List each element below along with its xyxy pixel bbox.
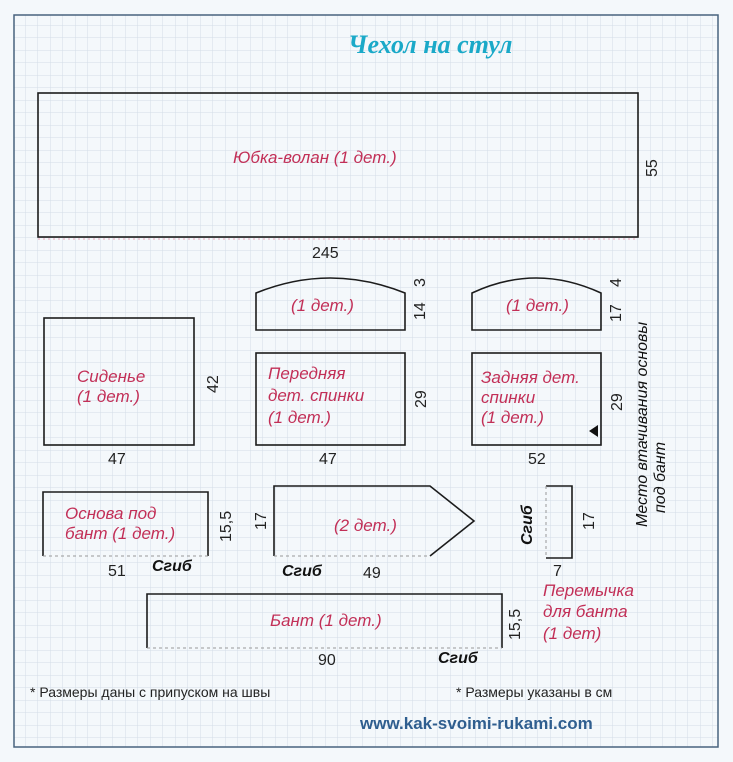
jumper-piece-outline: [546, 485, 573, 559]
front-back-label-line-1: Передняя: [268, 364, 346, 383]
pointed-height: 17: [253, 512, 270, 530]
bow-label: Бант (1 дет.): [270, 611, 382, 630]
front-back-height: 29: [413, 390, 430, 408]
bow-base-width: 51: [108, 563, 126, 580]
front-back-width: 47: [319, 451, 337, 468]
jumper-label-line-1: Перемычка: [543, 581, 634, 600]
arc-front-height-top: 3: [412, 278, 429, 287]
attachment-note-line-1: Место втачивания основы: [634, 321, 651, 527]
rear-back-height: 29: [609, 393, 626, 411]
front-back-piece-outline: [255, 352, 406, 446]
rear-back-piece-outline: [471, 352, 602, 446]
rear-back-label-line-1: Задняя дет.: [481, 368, 580, 387]
jumper-width: 7: [553, 563, 562, 580]
bow-fold-label: Сгиб: [438, 650, 478, 667]
attachment-note-line-2: под бант: [652, 441, 669, 513]
website-link[interactable]: www.kak-svoimi-rukami.com: [360, 714, 593, 733]
bow-piece-outline: [146, 593, 503, 648]
arc-back-piece-outline: [471, 277, 602, 331]
jumper-height: 17: [581, 512, 598, 530]
seat-height: 42: [205, 375, 222, 393]
front-back-label-line-2: дет. спинки: [268, 386, 365, 405]
bow-base-label-line-2: бант (1 дет.): [65, 524, 176, 543]
pointed-piece-label: (2 дет.): [334, 516, 397, 535]
sheet-border: [13, 14, 719, 748]
bow-width: 90: [318, 652, 336, 669]
skirt-width: 245: [312, 245, 339, 262]
footnote-seam-allowance: * Размеры даны с припуском на швы: [30, 684, 271, 700]
jumper-label-line-2: для банта: [543, 602, 628, 621]
arc-front-height-side: 14: [412, 302, 429, 320]
arc-back-height-side: 17: [608, 304, 625, 322]
seat-width: 47: [108, 451, 126, 468]
footnote-units: * Размеры указаны в см: [456, 684, 613, 700]
skirt-label: Юбка-волан (1 дет.): [233, 148, 397, 167]
pointed-width: 49: [363, 565, 381, 582]
rear-back-label-line-2: спинки: [481, 388, 536, 407]
bow-base-piece-outline: [42, 491, 209, 556]
rear-back-label-line-3: (1 дет.): [481, 408, 544, 427]
seat-piece-outline: [43, 317, 195, 446]
bow-base-label-line-1: Основа под: [65, 504, 157, 523]
front-back-label-line-3: (1 дет.): [268, 408, 331, 427]
arc-back-label: (1 дет.): [506, 296, 569, 315]
jumper-fold-label: Сгиб: [519, 505, 536, 545]
bow-height: 15,5: [507, 608, 524, 640]
attachment-mark-arrow: [589, 425, 598, 437]
arc-front-label: (1 дет.): [291, 296, 354, 315]
bow-base-height: 15,5: [218, 510, 235, 542]
seat-label-line-1: Сиденье: [77, 367, 146, 386]
skirt-height: 55: [644, 159, 661, 177]
arc-back-height-top: 4: [608, 278, 625, 287]
pointed-piece-outline: [273, 485, 476, 557]
skirt-piece-outline: [37, 92, 639, 238]
arc-front-piece-outline: [255, 277, 406, 331]
seat-label-line-2: (1 дет.): [77, 387, 140, 406]
bow-base-fold-label: Сгиб: [152, 558, 192, 575]
page-title: Чехол на стул: [348, 30, 513, 59]
rear-back-width: 52: [528, 451, 546, 468]
pointed-fold-label: Сгиб: [282, 563, 322, 580]
jumper-label-line-3: (1 дет): [543, 624, 602, 643]
